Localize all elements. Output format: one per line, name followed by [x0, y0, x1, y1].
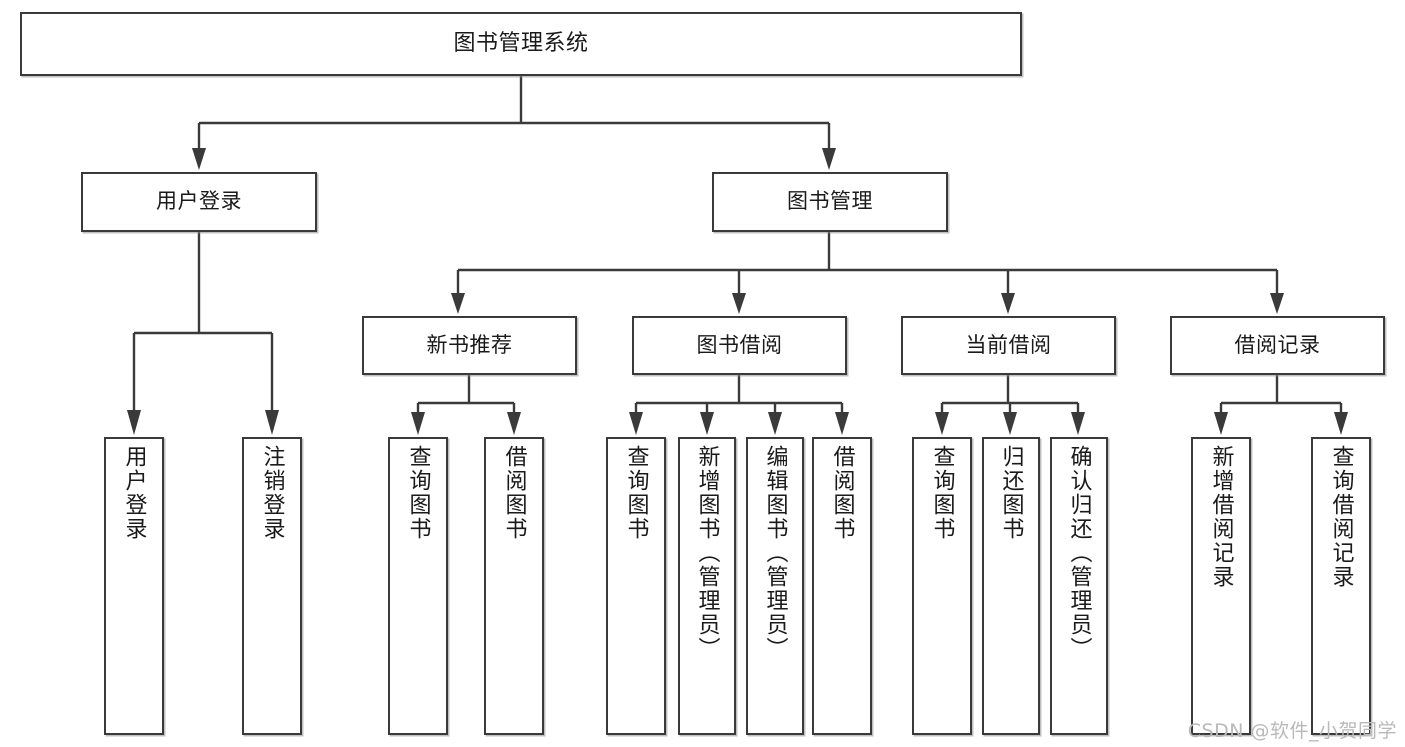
leaf-return-book[interactable]: 归还图书 [982, 437, 1040, 735]
node-book-management-label: 图书管理 [787, 189, 873, 214]
leaf-query-book-1[interactable]: 查询图书 [388, 437, 448, 735]
node-book-borrow[interactable]: 图书借阅 [632, 316, 847, 375]
leaf-confirm-return[interactable]: 确认归还（管理员） [1050, 437, 1108, 735]
leaf-query-book-3-label: 查询图书 [929, 445, 955, 541]
csdn-watermark: CSDN @软件_小贺同学 [1187, 720, 1397, 742]
leaf-edit-book-label: 编辑图书（管理员） [762, 445, 788, 661]
leaf-query-record-label: 查询借阅记录 [1328, 445, 1354, 589]
node-book-borrow-label: 图书借阅 [696, 332, 783, 357]
leaf-add-book-label: 新增图书（管理员） [694, 445, 720, 661]
leaf-borrow-book-2[interactable]: 借阅图书 [812, 437, 872, 735]
leaf-add-book[interactable]: 新增图书（管理员） [678, 437, 736, 735]
leaf-query-book-3[interactable]: 查询图书 [912, 437, 972, 735]
leaf-confirm-return-label: 确认归还（管理员） [1066, 445, 1092, 661]
node-current-borrow[interactable]: 当前借阅 [901, 316, 1116, 375]
leaf-borrow-book-1[interactable]: 借阅图书 [484, 437, 544, 735]
node-current-borrow-label: 当前借阅 [965, 332, 1052, 357]
leaf-user-logout-label: 注销登录 [259, 445, 285, 541]
node-book-management[interactable]: 图书管理 [712, 172, 948, 232]
node-borrow-record[interactable]: 借阅记录 [1170, 316, 1385, 375]
leaf-return-book-label: 归还图书 [998, 445, 1024, 541]
leaf-borrow-book-1-label: 借阅图书 [501, 445, 527, 541]
leaf-query-book-2-label: 查询图书 [623, 445, 649, 541]
leaf-query-book-2[interactable]: 查询图书 [606, 437, 666, 735]
node-user-login[interactable]: 用户登录 [81, 172, 317, 232]
leaf-add-record[interactable]: 新增借阅记录 [1191, 437, 1251, 735]
leaf-borrow-book-2-label: 借阅图书 [829, 445, 855, 541]
leaf-query-record[interactable]: 查询借阅记录 [1311, 437, 1371, 735]
leaf-user-logout[interactable]: 注销登录 [242, 437, 302, 735]
leaf-query-book-1-label: 查询图书 [405, 445, 431, 541]
leaf-edit-book[interactable]: 编辑图书（管理员） [746, 437, 804, 735]
node-borrow-record-label: 借阅记录 [1234, 332, 1321, 357]
node-new-book-recommend-label: 新书推荐 [426, 332, 513, 357]
node-new-book-recommend[interactable]: 新书推荐 [362, 316, 577, 375]
node-root[interactable]: 图书管理系统 [20, 12, 1022, 76]
leaf-user-login-label: 用户登录 [121, 445, 147, 541]
node-user-login-label: 用户登录 [156, 189, 242, 214]
leaf-add-record-label: 新增借阅记录 [1208, 445, 1234, 589]
node-root-label: 图书管理系统 [453, 30, 589, 56]
leaf-user-login[interactable]: 用户登录 [104, 437, 164, 735]
